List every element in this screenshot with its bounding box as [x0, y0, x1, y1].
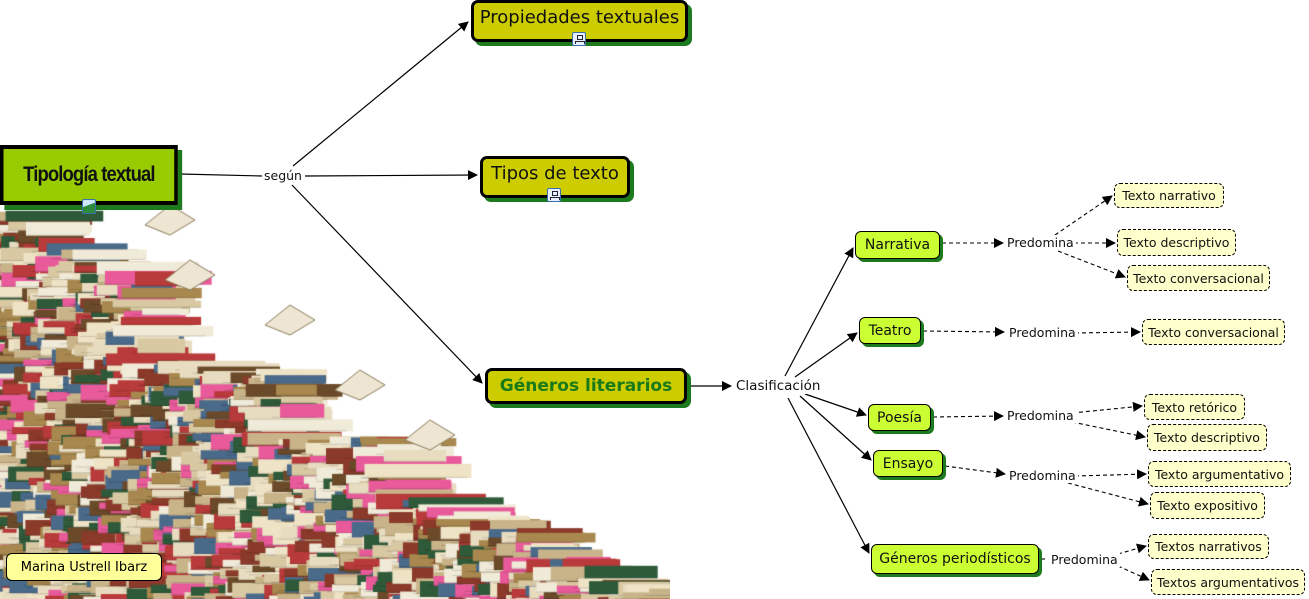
link-predomina-tnarrs [1117, 543, 1147, 555]
concept-poesia[interactable]: Poesía [868, 404, 931, 431]
linking-phrase-predomina[interactable]: Predomina [1007, 325, 1078, 340]
submap-icon[interactable] [547, 188, 561, 202]
linking-phrase-predomina[interactable]: Predomina [1007, 468, 1078, 483]
link-poesia-predomina [932, 411, 1004, 422]
concept-generos-literarios[interactable]: Géneros literarios [485, 368, 687, 404]
link-segun-generos [291, 184, 483, 384]
concept-texto-narrativo[interactable]: Texto narrativo [1114, 183, 1224, 208]
link-predomina-tnarr [1054, 195, 1113, 236]
concept-ensayo[interactable]: Ensayo [873, 450, 943, 477]
linking-phrase-predomina[interactable]: Predomina [1005, 408, 1076, 423]
concept-teatro[interactable]: Teatro [859, 317, 921, 344]
concept-textos-argumentativos[interactable]: Textos argumentativos [1151, 569, 1305, 595]
link-predomina-targ [1074, 469, 1147, 480]
linking-phrase-predomina[interactable]: Predomina [1049, 552, 1120, 567]
concept-texto-conversacional[interactable]: Texto conversacional [1127, 265, 1270, 291]
concept-texto-expositivo[interactable]: Texto expositivo [1150, 492, 1265, 519]
concept-propiedades-textuales[interactable]: Propiedades textuales [471, 0, 688, 42]
link-clasif-narrativa [784, 247, 854, 377]
submap-icon[interactable] [572, 32, 586, 46]
link-teatro-predomina [922, 326, 1005, 337]
link-predomina-tret [1071, 401, 1143, 414]
link-root-segun [179, 173, 263, 177]
concept-texto-retorico[interactable]: Texto retórico [1144, 394, 1245, 420]
link-predomina-tdesc2 [1071, 421, 1146, 441]
concept-texto-conversacional[interactable]: Texto conversacional [1142, 319, 1285, 345]
concept-texto-descriptivo[interactable]: Texto descriptivo [1117, 229, 1236, 256]
linking-phrase-clasificacion[interactable]: Clasificación [734, 378, 823, 394]
link-clasif-teatro [794, 332, 858, 378]
link-clasif-periodisticos [787, 397, 870, 554]
concept-textos-narrativos[interactable]: Textos narrativos [1148, 534, 1269, 559]
link-segun-tipos [304, 170, 478, 181]
link-predomina-tconv [1057, 250, 1126, 279]
link-predomina-tconv2 [1074, 327, 1141, 338]
linking-phrase-segun[interactable]: según [262, 168, 304, 183]
linking-phrase-predomina[interactable]: Predomina [1005, 235, 1076, 250]
link-predomina-texp [1067, 482, 1149, 507]
concept-tipologia-textual[interactable]: Tipología textual [0, 145, 178, 205]
concept-narrativa[interactable]: Narrativa [855, 231, 940, 259]
link-ensayo-predomina [944, 465, 1006, 478]
author-label: Marina Ustrell Ibarz [6, 553, 162, 581]
concept-texto-descriptivo[interactable]: Texto descriptivo [1147, 424, 1267, 451]
link-clasif-ensayo [799, 395, 872, 461]
image-resource-icon[interactable] [82, 199, 96, 214]
link-predomina-targs [1117, 565, 1150, 581]
link-segun-propiedades [292, 21, 469, 167]
concept-generos-periodisticos[interactable]: Géneros periodísticos [871, 544, 1039, 574]
concept-texto-argumentativo[interactable]: Texto argumentativo [1148, 461, 1291, 487]
link-clasif-poesia [804, 393, 867, 417]
